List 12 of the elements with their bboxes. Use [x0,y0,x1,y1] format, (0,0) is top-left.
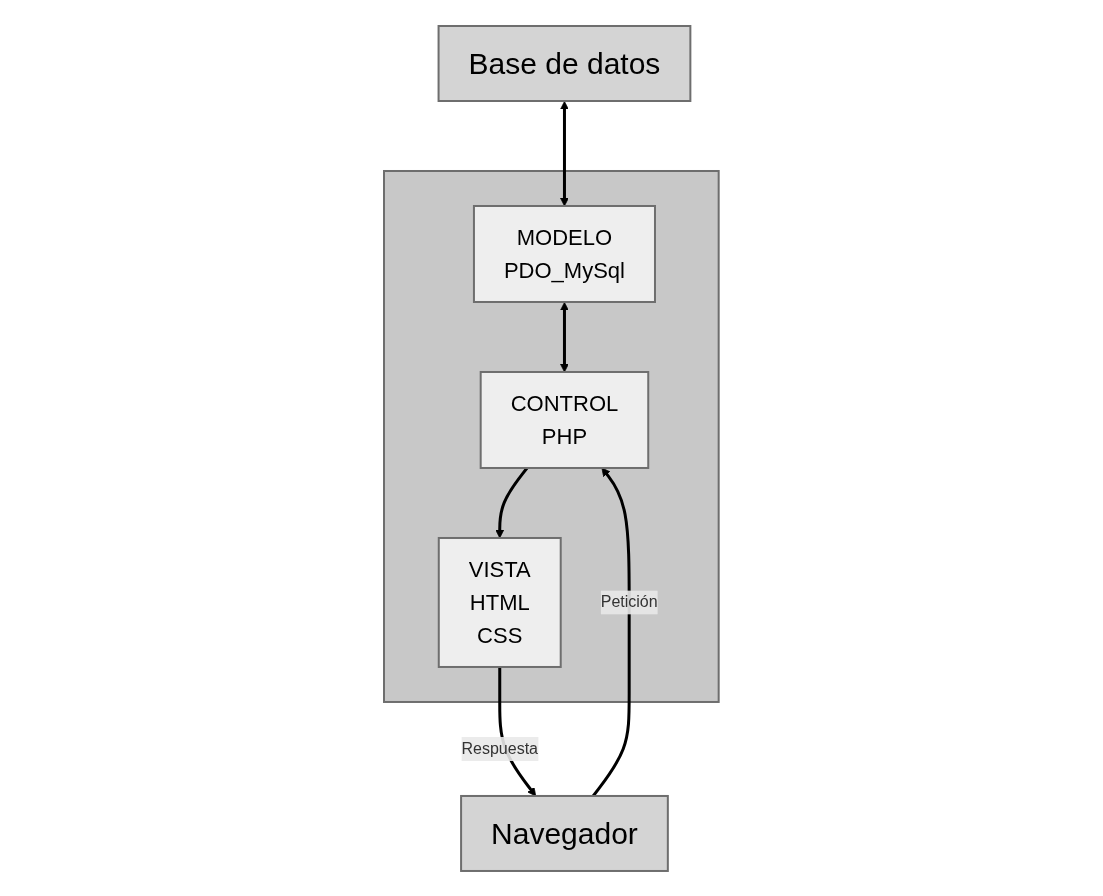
node-box: Base de datos [437,24,692,102]
node-box: MODELO PDO_MySql [473,204,657,303]
edge-label: Respuesta [461,739,539,757]
arrow [560,301,569,372]
cluster [383,169,720,703]
arrow [495,466,529,538]
node-box: CONTROL PHP [479,370,650,469]
node-box: VISTA HTML CSS [437,536,562,668]
node-box: Navegador [460,794,669,872]
arrow [592,467,631,797]
arrow [560,100,569,206]
edge-label: Petición [600,592,658,610]
